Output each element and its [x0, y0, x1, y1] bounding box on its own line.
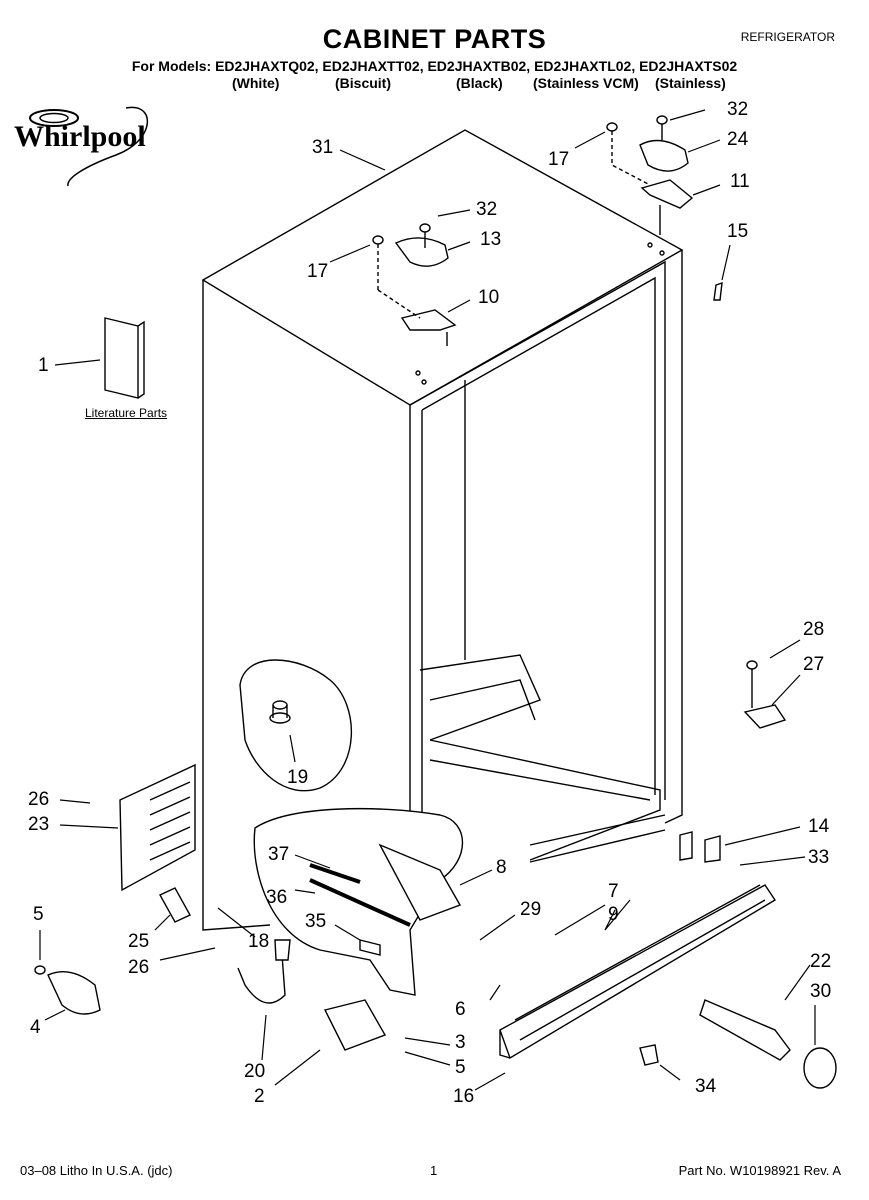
callout-37: 37 [268, 844, 290, 865]
callout-9: 9 [608, 904, 619, 925]
callout-34: 34 [695, 1076, 717, 1097]
variant-black: (Black) [456, 75, 503, 91]
callout-18: 18 [248, 931, 270, 952]
hinge-bracket-25 [159, 887, 191, 923]
callout-22: 22 [810, 951, 832, 972]
callout-30: 30 [810, 981, 832, 1002]
callout-10: 10 [478, 287, 500, 308]
callout-26-lower: 26 [128, 957, 150, 978]
callout-19: 19 [287, 767, 309, 788]
callout-29: 29 [520, 899, 542, 920]
callout-4: 4 [30, 1017, 41, 1038]
callout-32-center: 32 [476, 199, 498, 220]
footer-litho: 03–08 Litho In U.S.A. (jdc) [20, 1163, 173, 1178]
literature-parts-label: Literature Parts [85, 406, 168, 420]
callout-14: 14 [808, 816, 830, 837]
literature-booklet [104, 317, 145, 399]
callout-24: 24 [727, 129, 749, 150]
water-line [237, 939, 291, 1004]
whirlpool-logo: Whirlpool [14, 106, 149, 187]
rear-roller [323, 999, 387, 1051]
callout-1: 1 [38, 355, 49, 376]
callout-31: 31 [312, 137, 334, 158]
callout-13: 13 [480, 229, 502, 250]
callout-16: 16 [453, 1086, 475, 1107]
callout-36: 36 [266, 887, 288, 908]
lower-detail-bubble [253, 807, 464, 996]
variant-stainless: (Stainless) [655, 75, 726, 91]
detail-bubble-19 [239, 659, 353, 792]
side-bracket [743, 660, 787, 729]
variant-stainless-vcm: (Stainless VCM) [533, 75, 639, 91]
callout-27: 27 [803, 654, 825, 675]
callout-6: 6 [455, 999, 466, 1020]
cabinet-shell [201, 129, 684, 931]
callout-17-center: 17 [307, 261, 329, 282]
callout-28: 28 [803, 619, 825, 640]
category-label: REFRIGERATOR [740, 30, 835, 44]
callout-8: 8 [496, 857, 507, 878]
part-number: Part No. W10198921 Rev. A [678, 1163, 841, 1178]
callout-7: 7 [608, 881, 619, 902]
variant-biscuit: (Biscuit) [335, 75, 391, 91]
lower-hinge-14 [679, 831, 721, 863]
callout-15: 15 [727, 221, 749, 242]
page-title: CABINET PARTS [322, 24, 547, 54]
callout-25: 25 [128, 931, 150, 952]
leader-lines [39, 109, 816, 1091]
models-line: For Models: ED2JHAXTQ02, ED2JHAXTT02, ED… [131, 58, 738, 74]
toe-grille [499, 884, 776, 1060]
callout-32-top: 32 [727, 99, 749, 120]
callout-33: 33 [808, 847, 830, 868]
callout-17-top: 17 [548, 149, 570, 170]
callout-3: 3 [455, 1032, 466, 1053]
callout-5-left: 5 [33, 904, 44, 925]
callout-11: 11 [730, 171, 750, 192]
page-number: 1 [430, 1163, 438, 1178]
top-hinge-center [372, 223, 457, 385]
callout-23: 23 [28, 814, 50, 835]
top-hinge-right [606, 115, 723, 301]
callout-35: 35 [305, 911, 327, 932]
callout-26-upper: 26 [28, 789, 50, 810]
rear-grille [119, 763, 196, 892]
water-filter [639, 999, 837, 1089]
variant-white: (White) [232, 75, 280, 91]
callout-5-right: 5 [455, 1057, 466, 1078]
callout-20: 20 [244, 1061, 266, 1082]
callout-2: 2 [254, 1086, 265, 1107]
front-roller [34, 965, 101, 1015]
logo-wordmark: Whirlpool [14, 120, 146, 153]
